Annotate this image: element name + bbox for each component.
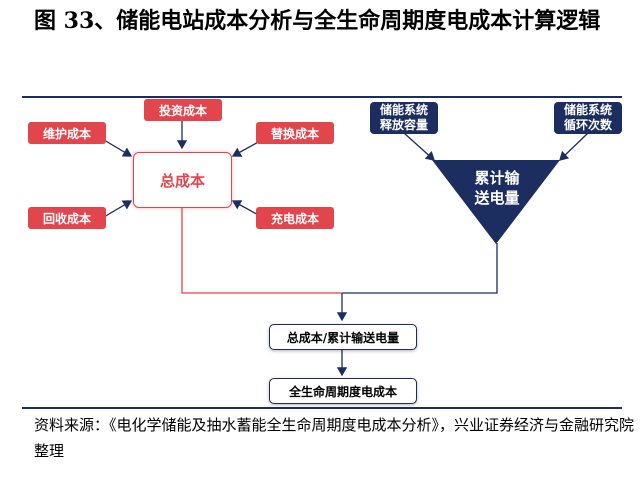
cumulative-line-2: 送电量 bbox=[474, 189, 520, 207]
storage-capacity-line-1: 储能系统 bbox=[379, 103, 428, 117]
ratio-node: 总成本/累计输送电量 bbox=[269, 324, 417, 350]
storage-capacity-node: 储能系统 释放容量 bbox=[370, 102, 438, 134]
arrow-capacity bbox=[403, 132, 435, 161]
recovery-cost-node: 回收成本 bbox=[28, 207, 106, 229]
top-rule bbox=[22, 96, 622, 98]
cumulative-energy-label: 累计输 送电量 bbox=[461, 168, 533, 208]
charging-cost-node: 充电成本 bbox=[256, 207, 334, 229]
line-cumulative bbox=[342, 243, 498, 294]
cycle-count-line-2: 循环次数 bbox=[563, 118, 612, 132]
line-total-cost bbox=[181, 207, 342, 294]
arrow-recovery bbox=[103, 200, 133, 218]
maintenance-cost-node: 维护成本 bbox=[28, 122, 106, 144]
total-cost-node: 总成本 bbox=[133, 152, 232, 208]
replacement-cost-node: 替换成本 bbox=[256, 122, 334, 144]
cumulative-triangle bbox=[432, 160, 560, 244]
cycle-count-line-1: 储能系统 bbox=[563, 103, 612, 117]
arrow-maintenance bbox=[103, 139, 133, 157]
bottom-rule bbox=[22, 407, 622, 409]
cumulative-line-1: 累计输 bbox=[474, 169, 520, 187]
arrow-cycles bbox=[559, 132, 589, 161]
source-note: 资料来源：《电化学储能及抽水蓄能全生命周期度电成本分析》，兴业证券经济与金融研究… bbox=[34, 416, 635, 460]
figure-title: 图 33、储能电站成本分析与全生命周期度电成本计算逻辑 bbox=[34, 8, 601, 34]
storage-capacity-line-2: 释放容量 bbox=[379, 118, 428, 132]
investment-cost-node: 投资成本 bbox=[144, 99, 222, 121]
lcoe-node: 全生命周期度电成本 bbox=[269, 378, 417, 404]
cycle-count-node: 储能系统 循环次数 bbox=[554, 102, 622, 134]
